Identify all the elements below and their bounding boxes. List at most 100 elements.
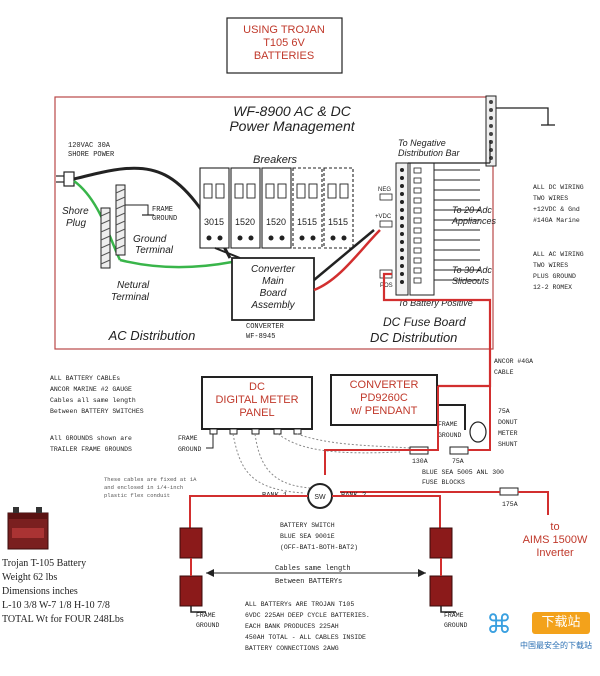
ac-frame-ground-2: GROUND [152, 215, 177, 223]
meter-signal-cables [232, 433, 411, 494]
shunt-1: 75A [498, 408, 510, 415]
title-line-2: T105 6V [263, 37, 305, 49]
inverter-3: Inverter [536, 547, 574, 559]
ancor-note-1: ANCOR #4GA [494, 358, 533, 365]
watermark-tagline: 中国最安全的下载站 [520, 641, 592, 650]
dc-wiring-note-2: TWO WIRES [533, 195, 568, 202]
battery-2a [429, 527, 453, 559]
shore-label-2: SHORE POWER [68, 151, 115, 159]
battery-note-5: BATTERY CONNECTIONS 2AWG [245, 645, 339, 652]
converter-to-fuse-black [313, 229, 375, 281]
ac-distribution-label: AC Distribution [108, 328, 196, 343]
fuse-175: 175A [502, 501, 518, 508]
fuse-icons [413, 167, 422, 284]
dc-distribution-label: DC Distribution [370, 330, 457, 345]
to-30-1: To 30 Adc [452, 265, 492, 275]
converter-box-1: CONVERTER [350, 379, 419, 391]
ground-wire-green-2 [119, 258, 233, 269]
battery-switch-3: (OFF-BAT1-BOTH-BAT2) [280, 544, 358, 551]
trojan-spec-4: L-10 3/8 W-7 1/8 H-10 7/8 [2, 600, 110, 611]
meter-panel-box [201, 376, 313, 430]
shore-label-1: 120VAC 30A [68, 142, 111, 150]
ground-terminal-label-1: Ground [133, 234, 167, 245]
ac-wiring-note-4: 12-2 ROMEX [533, 284, 572, 291]
breaker-4 [292, 167, 323, 249]
inverter-wire [518, 491, 549, 515]
breaker-to-converter-wire [214, 247, 241, 259]
ground-terminal-label-2: Terminal [135, 245, 174, 256]
ac-frame-ground-1: FRAME [152, 206, 173, 214]
meter-panel-1: DC [249, 381, 265, 393]
fuse-block-175 [499, 487, 519, 496]
shunt-2: DONUT [498, 419, 518, 426]
converter-to-fuse-red [313, 229, 381, 292]
to-negative-1: To Negative [398, 138, 446, 148]
dc-wiring-note-1: ALL DC WIRING [533, 184, 584, 191]
breaker-value-5: 1515 [328, 217, 348, 227]
converter-to-fuse-red-wire [410, 386, 439, 451]
shunt-4: SHUNT [498, 441, 518, 448]
battery-note-1: ALL BATTERYs ARE TROJAN T105 [245, 601, 354, 608]
meter-panel-3: PANEL [239, 407, 274, 419]
battery-note-3: EACH BANK PRODUCES 225AH [245, 623, 339, 630]
neutral-terminal-hatch [100, 211, 111, 265]
neg-label: NEG [378, 187, 391, 193]
battery-switch-1: BATTERY SWITCH [280, 522, 335, 529]
breaker-value-1: 3015 [204, 217, 224, 227]
to-negative-2: Distribution Bar [398, 148, 461, 158]
fuse-board-column [395, 162, 409, 296]
shore-plug-icon [63, 171, 75, 187]
ac-wiring-note-2: TWO WIRES [533, 262, 568, 269]
trojan-spec-1: Trojan T-105 Battery [2, 558, 86, 569]
converter-frame-ground-1: FRAME [438, 421, 458, 428]
battery-switch-symbol: SW [314, 494, 326, 501]
neutral-terminal-label-1: Netural [117, 280, 150, 291]
converter-model-2: WF-8945 [246, 333, 275, 341]
battery-1a [179, 527, 203, 559]
watermark-badge: 下载站 [532, 612, 590, 634]
bank1-frame-ground-1: FRAME [196, 612, 216, 619]
cables-same-1: Cables same length [275, 565, 351, 573]
fuse-to-switch-red-wire [324, 449, 410, 475]
bank2-frame-ground-1: FRAME [444, 612, 464, 619]
breaker-3 [261, 167, 292, 249]
meter-panel-2: DIGITAL METER [215, 394, 298, 406]
fuse-130: 130A [412, 458, 428, 465]
fuse-block-75 [449, 446, 469, 455]
shunt-3: METER [498, 430, 518, 437]
vdc-label: +VDC [375, 214, 392, 220]
battery-cable-note-2: ANCOR MARINE #2 GAUGE [50, 386, 132, 393]
breakers-group [199, 167, 354, 249]
vdc-terminal [379, 220, 393, 228]
ac-wiring-note-3: PLUS GROUND [533, 273, 576, 280]
meter-frame-ground-2: GROUND [178, 446, 202, 453]
fuse-blocks-1: BLUE SEA 5005 ANL 300 [422, 469, 504, 476]
cables-same-2: Between BATTERYs [275, 578, 342, 586]
shore-plug-label-1: Shore [62, 206, 89, 217]
breaker-value-3: 1520 [266, 217, 286, 227]
converter-main-1: Converter [251, 264, 296, 275]
title-box [226, 17, 343, 74]
converter-main-3: Board [260, 288, 287, 299]
to-30-2: Slideouts [452, 276, 490, 286]
battery-switch-2: BLUE SEA 9001E [280, 533, 335, 540]
dc-fuse-board-label: DC Fuse Board [383, 315, 466, 329]
bank1-cable [189, 495, 308, 528]
battery-cable-note-3: Cables all same length [50, 397, 136, 404]
bank1-frame-ground-2: GROUND [196, 622, 220, 629]
battery-cable-note-1: ALL BATTERY CABLEs [50, 375, 120, 382]
ground-terminal-bar [115, 184, 126, 256]
wf-title-2: Power Management [229, 118, 355, 134]
converter-model-1: CONVERTER [246, 323, 285, 331]
bank2-cable [332, 495, 441, 528]
battery-positive-cable [382, 272, 492, 388]
converter-frame-ground-2: GROUND [438, 432, 462, 439]
fuse-output-wires [434, 169, 480, 281]
battery-bank-1 [179, 527, 206, 613]
inverter-1: to [550, 521, 559, 533]
ancor-note-2: CABLE [494, 369, 514, 376]
converter-main-2: Main [262, 276, 284, 287]
to-20-1: To 20 Adc [452, 205, 492, 215]
converter-main-4: Assembly [250, 300, 295, 311]
